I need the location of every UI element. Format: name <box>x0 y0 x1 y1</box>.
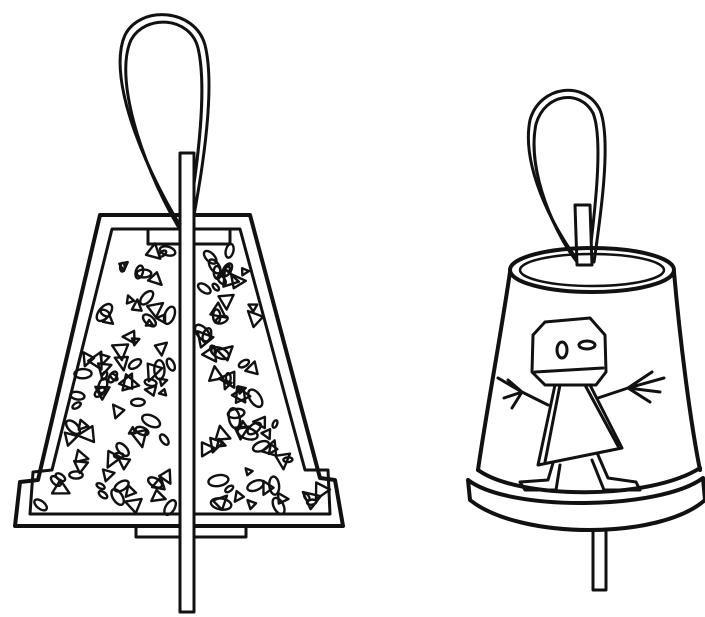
seed-icon <box>79 420 89 430</box>
seed-icon <box>248 500 257 509</box>
seed-icon <box>211 283 220 292</box>
seed-icon <box>224 380 232 389</box>
seed-icon <box>216 426 231 440</box>
seed-icon <box>107 370 119 384</box>
seed-icon <box>240 421 247 428</box>
decorated-pot-bell <box>468 90 705 590</box>
seed-icon <box>145 386 156 396</box>
seed-icon <box>71 401 81 410</box>
stick-bottom <box>593 530 606 590</box>
seed-icon <box>131 398 145 406</box>
seed-icon <box>278 493 289 504</box>
seed-icon <box>113 405 124 419</box>
seed-icon <box>151 490 165 501</box>
seed-icon <box>235 491 244 502</box>
seed-icon <box>272 420 279 429</box>
seed-icon <box>158 433 170 446</box>
seed-icon <box>209 366 223 381</box>
child-figure-icon <box>498 318 664 490</box>
seed-icon <box>126 485 136 496</box>
seed-icon <box>146 243 160 258</box>
seed-icon <box>261 429 270 439</box>
seed-icon <box>127 357 142 371</box>
seed-icon <box>96 482 106 490</box>
seed-icon <box>127 295 134 303</box>
seed-icon <box>252 439 271 454</box>
seed-icon <box>98 490 109 500</box>
seed-icon <box>103 470 115 482</box>
seed-icon <box>162 305 177 325</box>
string-loop-icon <box>528 90 605 265</box>
seed-icon <box>159 389 166 395</box>
bird-feeder-cutaway <box>15 15 343 612</box>
seed-icon <box>118 458 130 469</box>
seed-icon <box>70 391 85 401</box>
seed-icon <box>155 343 167 356</box>
seed-icon <box>246 468 253 475</box>
seed-icon <box>75 450 88 462</box>
seed-icon <box>52 480 70 494</box>
stick-top <box>575 205 592 265</box>
stick <box>180 153 194 612</box>
seed-icon <box>208 474 230 488</box>
seed-icon <box>202 249 219 266</box>
seed-icon <box>196 281 212 295</box>
seed-icon <box>123 374 140 390</box>
seed-icon <box>268 476 280 495</box>
seed-icon <box>242 268 249 275</box>
seed-icon <box>165 357 177 371</box>
seed-icon <box>248 311 263 327</box>
string-loop-icon <box>120 15 209 238</box>
seed-icon <box>123 331 135 343</box>
seed-icon <box>69 471 83 478</box>
seed-icon <box>232 388 245 403</box>
seed-icon <box>245 362 257 375</box>
seed-icon <box>125 499 141 513</box>
seed-icon <box>224 484 234 493</box>
seed-icon <box>32 497 48 512</box>
seed-icon <box>100 354 109 364</box>
